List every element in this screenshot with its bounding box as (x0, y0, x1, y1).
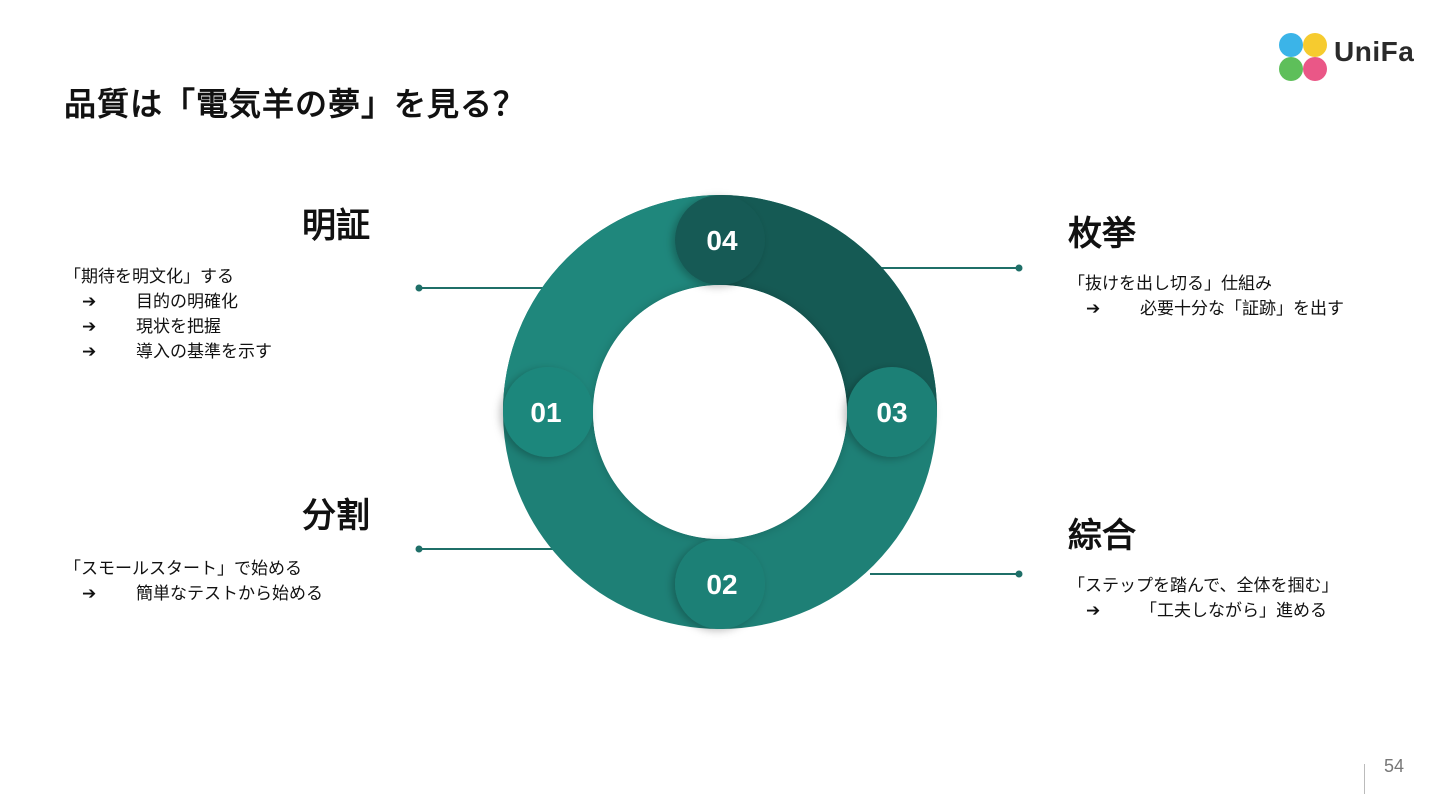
bullet-list: ➔ 目的の明確化 ➔ 現状を把握 ➔ 導入の基準を示す (64, 290, 394, 365)
step-number-02: 02 (706, 569, 737, 600)
step-number-03: 03 (876, 397, 907, 428)
list-item: ➔ 導入の基準を示す (82, 340, 394, 365)
connector-dot-maikyo (1015, 264, 1023, 272)
bullet-list: ➔ 簡単なテストから始める (64, 582, 394, 607)
ring-hole (593, 285, 847, 539)
connector-lines (415, 264, 1023, 578)
cap-02 (675, 539, 765, 629)
section-bunkatsu-body: 「スモールスタート」で始める ➔ 簡単なテストから始める (64, 557, 394, 607)
section-subtitle: 「スモールスタート」で始める (64, 559, 302, 579)
section-maikyo: 枚挙 「抜けを出し切る」仕組み ➔ 必要十分な「証跡」を出す (1068, 212, 1408, 322)
cap-03 (847, 367, 937, 457)
page-title: 品質は「電気羊の夢」を見る？ (64, 85, 527, 123)
list-item: ➔ 必要十分な「証跡」を出す (1086, 297, 1408, 322)
connector-dot-sogo (1015, 570, 1023, 578)
arrow-right-icon: ➔ (82, 292, 97, 312)
list-item: ➔ 「工夫しながら」進める (1086, 599, 1408, 624)
logo-text: UniFa (1334, 36, 1415, 67)
cap-04 (675, 195, 765, 285)
cap-01 (503, 367, 593, 457)
list-item: ➔ 現状を把握 (82, 315, 394, 340)
logo-mark-icon (1279, 33, 1327, 81)
list-item: ➔ 目的の明確化 (82, 290, 394, 315)
arrow-right-icon: ➔ (1086, 299, 1101, 319)
unifa-logo: UniFa (1276, 28, 1416, 84)
section-title: 枚挙 (1068, 214, 1136, 254)
section-title: 明証 (302, 206, 370, 246)
page-number-divider (1364, 764, 1365, 794)
arrow-right-icon: ➔ (82, 317, 97, 337)
bullet-list: ➔ 必要十分な「証跡」を出す (1068, 297, 1408, 322)
section-bunkatsu: 分割 (64, 494, 370, 538)
section-title: 分割 (302, 496, 370, 536)
section-subtitle: 「ステップを踏んで、全体を掴む」 (1068, 576, 1339, 596)
arrow-right-icon: ➔ (82, 584, 97, 604)
arrow-right-icon: ➔ (82, 342, 97, 362)
section-title: 綜合 (1068, 516, 1136, 556)
section-subtitle: 「抜けを出し切る」仕組み (1068, 274, 1272, 294)
section-meisho-body: 「期待を明文化」する ➔ 目的の明確化 ➔ 現状を把握 ➔ 導入の基準を示す (64, 265, 394, 365)
bullet-text: 現状を把握 (136, 317, 221, 337)
step-number-01: 01 (530, 397, 561, 428)
bullet-text: 「工夫しながら」進める (1140, 601, 1327, 621)
section-subtitle: 「期待を明文化」する (64, 267, 234, 287)
arrow-right-icon: ➔ (1086, 601, 1101, 621)
bullet-text: 必要十分な「証跡」を出す (1140, 299, 1344, 319)
section-sogo: 綜合 「ステップを踏んで、全体を掴む」 ➔ 「工夫しながら」進める (1068, 514, 1408, 624)
bullet-list: ➔ 「工夫しながら」進める (1068, 599, 1408, 624)
bullet-text: 目的の明確化 (136, 292, 238, 312)
page-number: 54 (1384, 756, 1405, 776)
bullet-text: 導入の基準を示す (136, 342, 272, 362)
connector-dot-bunkatsu (415, 545, 423, 553)
section-meisho: 明証 (64, 204, 370, 248)
list-item: ➔ 簡単なテストから始める (82, 582, 394, 607)
bullet-text: 簡単なテストから始める (136, 584, 323, 604)
connector-dot-meisho (415, 284, 423, 292)
step-number-04: 04 (706, 225, 738, 256)
